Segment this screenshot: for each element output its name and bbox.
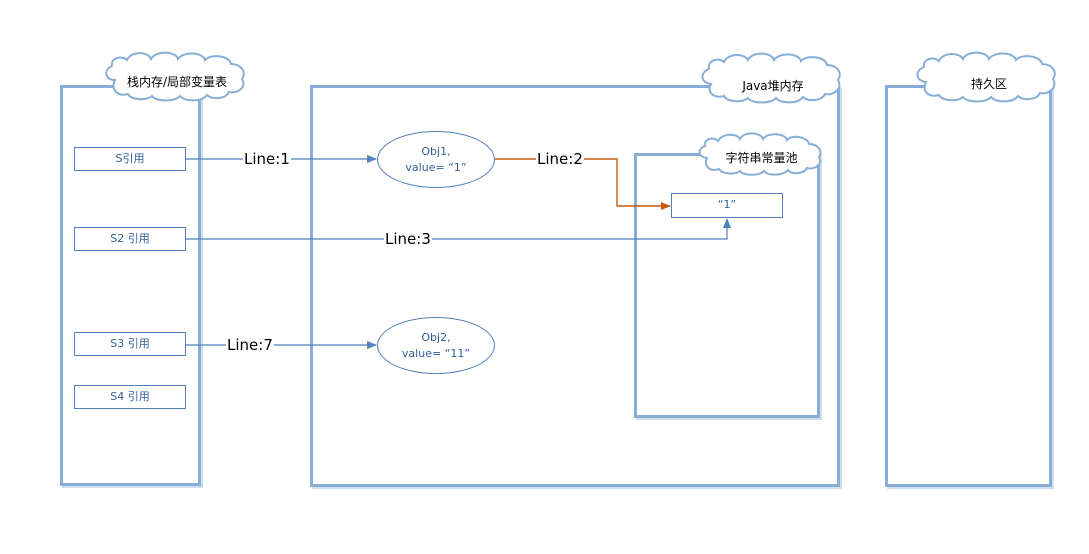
obj1-value: value= “1” [405,160,467,174]
string-pool-region [634,153,820,418]
heap-region-label: Java堆内存 [742,79,804,93]
heap-object-obj1: Obj1, value= “1” [377,131,495,188]
cloud-heap [701,52,841,104]
obj2-value: value= “11” [401,346,471,360]
string-pool-entry: “1” [671,193,783,218]
connector-line3 [186,218,731,240]
connector-label-line2: Line:2 [536,150,584,168]
permanent-region [885,85,1052,487]
connector-label-line7: Line:7 [226,336,274,354]
cloud-permanent [916,51,1056,103]
connector-label-line3: Line:3 [384,230,432,248]
obj1-name: Obj1, [421,144,451,158]
stack-ref-s4: S4 引用 [74,385,186,409]
obj2-name: Obj2, [421,330,451,344]
stack-ref-s2: S2 引用 [74,227,186,251]
string-pool-label: 字符串常量池 [725,151,798,165]
permanent-region-label: 持久区 [970,77,1007,91]
cloud-string-pool [698,132,822,176]
connector-label-line1: Line:1 [243,150,291,168]
heap-object-obj2: Obj2, value= “11” [377,317,495,374]
stack-ref-s3: S3 引用 [74,332,186,356]
stack-ref-s: S引用 [74,147,186,171]
stack-region-label: 栈内存/局部变量表 [126,75,228,89]
cloud-stack [105,51,245,102]
